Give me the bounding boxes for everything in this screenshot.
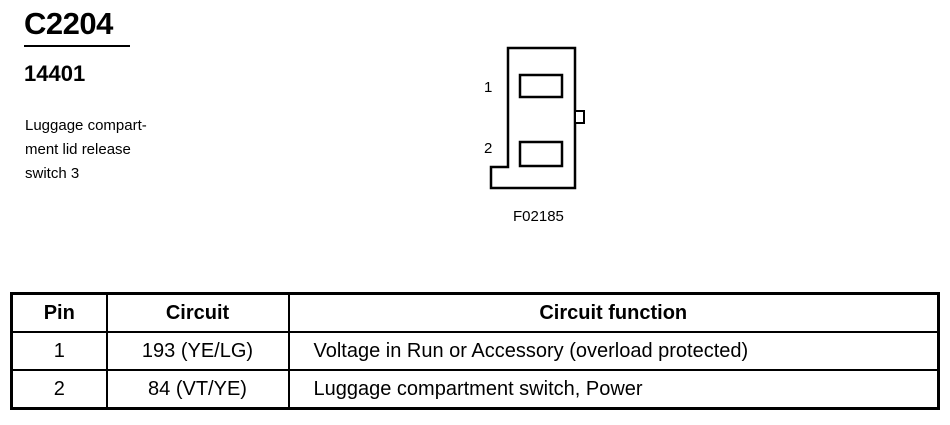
pin-cell: 2 [10, 369, 108, 410]
function-cell: Luggage compartment switch, Power [287, 369, 940, 410]
pin-label-2: 2 [484, 140, 492, 157]
description-line: switch 3 [25, 165, 80, 182]
function-cell: Voltage in Run or Accessory (overload pr… [287, 331, 940, 371]
column-header-pin: Pin [10, 292, 108, 333]
connector-face-diagram: 1 2 [484, 46, 585, 190]
figure-code: F02185 [513, 208, 564, 225]
locking-tab [574, 110, 585, 124]
circuit-cell: 193 (YE/LG) [105, 331, 290, 371]
connector-description: Luggage compart- ment lid release switch… [25, 114, 215, 186]
terminal-cavity-1 [518, 73, 564, 99]
title-underline [24, 45, 130, 47]
pin-cell: 1 [10, 331, 108, 371]
description-line: Luggage compart- [25, 117, 147, 134]
table-header-row: Pin Circuit Circuit function [10, 292, 940, 333]
column-header-circuit: Circuit [105, 292, 290, 333]
circuit-cell: 84 (VT/YE) [105, 369, 290, 410]
terminal-cavity-2 [518, 140, 564, 168]
table-row: 1 193 (YE/LG) Voltage in Run or Accessor… [10, 331, 940, 371]
connector-id: C2204 [24, 6, 113, 41]
pin-table: Pin Circuit Circuit function 1 193 (YE/L… [10, 292, 940, 410]
table-row: 2 84 (VT/YE) Luggage compartment switch,… [10, 369, 940, 410]
part-number: 14401 [24, 61, 86, 86]
pin-label-1: 1 [484, 79, 492, 96]
description-line: ment lid release [25, 141, 131, 158]
column-header-function: Circuit function [287, 292, 940, 333]
